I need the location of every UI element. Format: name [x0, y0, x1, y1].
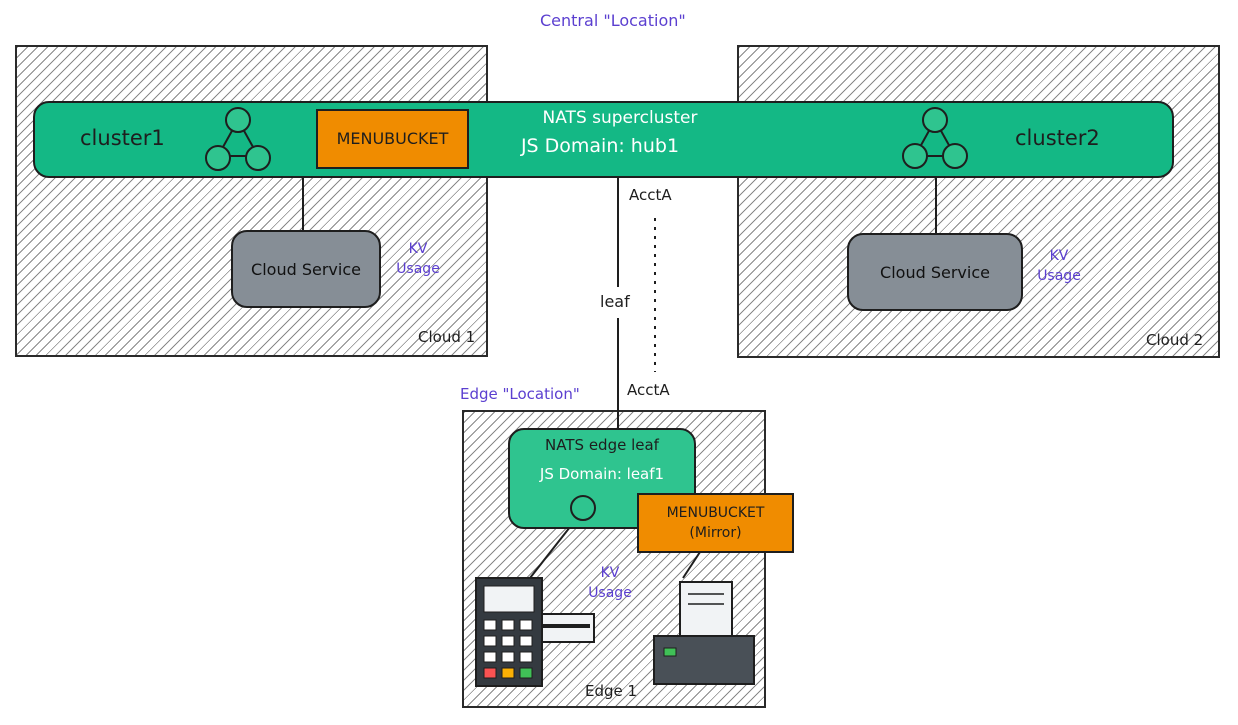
payment-terminal-icon [475, 577, 595, 687]
edge-leaf-domain: JS Domain: leaf1 [539, 465, 665, 483]
edge1-label: Edge 1 [585, 682, 638, 700]
cloud2-kv-line1: KV [1049, 248, 1069, 264]
cloud2-service-label: Cloud Service [880, 262, 990, 282]
cluster2-network-icon [902, 107, 968, 169]
menubucket-mirror-sublabel: (Mirror) [689, 525, 742, 541]
edge-kv-line1: KV [600, 565, 620, 581]
cloud1-kv-line2: Usage [396, 261, 440, 277]
cloud2-service: Cloud Service [847, 233, 1023, 311]
account-bottom-label: AcctA [627, 381, 670, 399]
supercluster-title: NATS supercluster [542, 108, 698, 128]
leaf-connection-label: leaf [600, 292, 630, 311]
cluster1-network-icon [205, 107, 271, 171]
cloud1-kv-line1: KV [408, 241, 428, 257]
edge-leaf-node-icon [570, 495, 596, 521]
cloud1-label: Cloud 1 [418, 328, 476, 346]
cloud2-kv-usage: KV Usage [1029, 246, 1089, 286]
cloud1-service: Cloud Service [231, 230, 381, 308]
central-location-label: Central "Location" [540, 11, 686, 30]
cloud2-kv-line2: Usage [1037, 268, 1081, 284]
cloud2-label: Cloud 2 [1146, 331, 1204, 349]
printer-icon [653, 581, 755, 685]
edge-location-label: Edge "Location" [460, 385, 580, 403]
account-top-label: AcctA [629, 186, 672, 204]
cluster2-label: cluster2 [1015, 126, 1100, 150]
edge-kv-line2: Usage [588, 585, 632, 601]
cloud1-service-label: Cloud Service [251, 259, 361, 279]
menubucket-mirror-label: MENUBUCKET [666, 505, 765, 521]
cloud1-kv-usage: KV Usage [388, 239, 448, 279]
menubucket-mirror-box: MENUBUCKET (Mirror) [637, 493, 794, 553]
menubucket-box: MENUBUCKET [316, 109, 469, 169]
cluster1-label: cluster1 [80, 126, 165, 150]
supercluster-domain: JS Domain: hub1 [520, 135, 680, 157]
edge-kv-usage: KV Usage [580, 563, 640, 603]
edge-leaf-title: NATS edge leaf [545, 436, 659, 454]
menubucket-label: MENUBUCKET [336, 129, 449, 148]
